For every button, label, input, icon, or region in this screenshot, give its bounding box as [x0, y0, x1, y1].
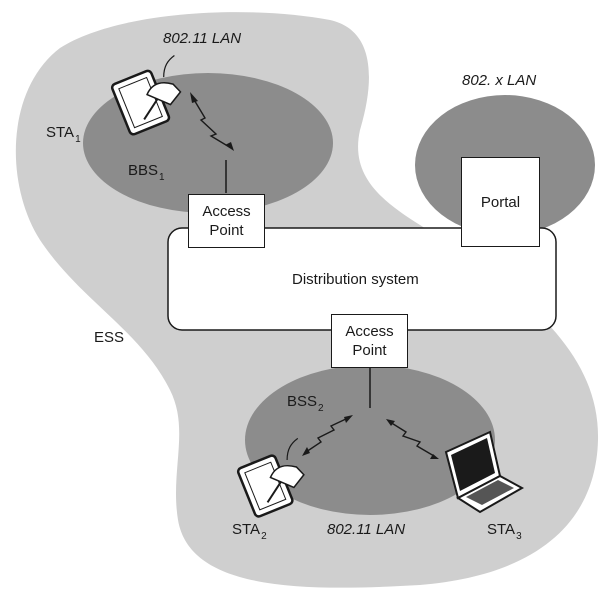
wireless-arrowhead	[430, 454, 439, 459]
wireless-arrowhead	[225, 142, 234, 151]
sta3-sub: 3	[516, 531, 522, 542]
wireless-link-icon	[192, 97, 232, 149]
lan-other-label: 802. x LAN	[462, 72, 537, 89]
portal-box: Portal	[461, 157, 540, 247]
distribution-system-label: Distribution system	[292, 271, 419, 288]
sta1-label: STA1	[46, 124, 81, 145]
wireless-arrowhead	[190, 92, 198, 103]
bss2-label: BSS2	[287, 393, 324, 414]
portal-label: Portal	[480, 193, 521, 211]
sta1-sub: 1	[75, 134, 81, 145]
sta1-base: STA	[46, 124, 75, 141]
access-point-top-line1: Access	[202, 203, 251, 220]
tablet-pen-icon	[236, 437, 305, 518]
bbs1-label: BBS1	[128, 162, 165, 183]
access-point-bottom-line2: Point	[352, 342, 387, 359]
access-point-top: Access Point	[188, 194, 265, 248]
wireless-link-icon	[305, 417, 349, 453]
sta2-base: STA	[232, 521, 261, 538]
bbs1-sub: 1	[159, 172, 165, 183]
tablet-pen-icon	[110, 55, 182, 136]
sta3-label: STA3	[487, 521, 522, 542]
sta2-label: STA2	[232, 521, 267, 542]
access-point-bottom: Access Point	[331, 314, 408, 368]
sta2-sub: 2	[261, 531, 267, 542]
bss2-sub: 2	[318, 403, 324, 414]
bbs1-base: BBS	[128, 162, 159, 179]
laptop-icon	[444, 430, 525, 514]
wireless-arrowhead	[302, 447, 310, 456]
sta3-base: STA	[487, 521, 516, 538]
lan-bottom-label: 802.11 LAN	[327, 521, 406, 538]
access-point-top-line2: Point	[209, 222, 244, 239]
wireless-arrowhead	[344, 415, 353, 423]
access-point-bottom-line1: Access	[345, 323, 394, 340]
bss2-region	[245, 365, 495, 515]
wireless-arrowhead	[386, 419, 395, 426]
ess-label: ESS	[94, 329, 125, 346]
lan-top-label: 802.11 LAN	[163, 30, 242, 47]
wireless-link-icon	[389, 421, 435, 457]
bss2-base: BSS	[287, 393, 318, 410]
